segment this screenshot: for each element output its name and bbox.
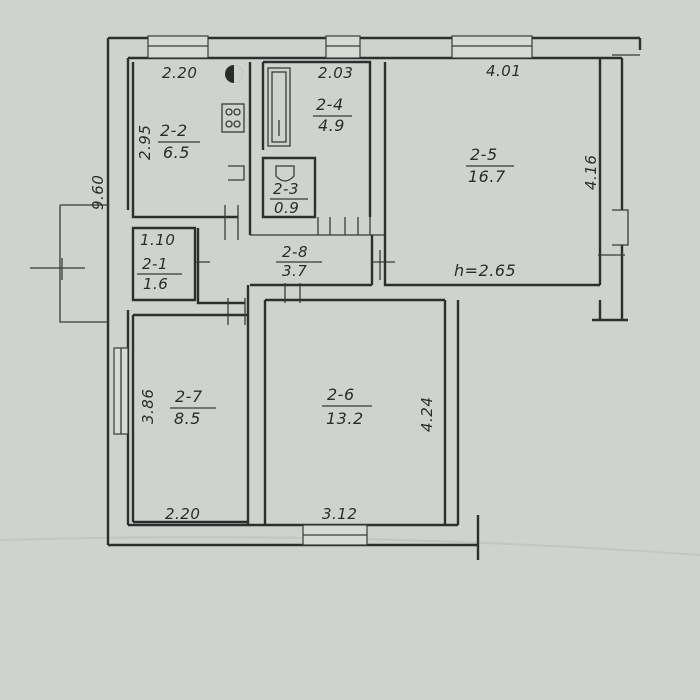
labels: 2.20 2.95 2-2 6.5 2.03 2-4 4.9 2-3 0.9 4… [89,62,600,523]
outer-dimension: 9.60 [89,175,107,210]
room-2-5-depth: 4.16 [582,155,600,190]
room-2-6-depth: 4.24 [418,397,436,432]
room-2-6-id: 2-6 [327,385,355,404]
room-2-4-area: 4.9 [318,116,345,135]
interior-walls [131,60,625,525]
ceiling-height-note: h=2.65 [454,261,516,280]
room-2-4-width: 2.03 [318,64,353,82]
room-2-2-width: 2.20 [162,64,197,82]
room-2-3-id: 2-3 [273,180,299,198]
room-2-7-width: 2.20 [165,505,200,523]
room-2-8-area: 3.7 [282,262,307,280]
entrance-stair [30,204,108,323]
room-2-2-area: 6.5 [163,143,190,162]
stove [221,103,245,133]
room-2-7-depth: 3.86 [139,389,157,424]
room-2-7-id: 2-7 [175,387,203,406]
window-top-left [147,35,209,59]
room-2-7-area: 8.5 [174,409,201,428]
room-2-5-id: 2-5 [470,145,498,164]
fixtures [221,65,295,182]
room-2-6-width: 3.12 [322,505,357,523]
window-top-right [451,35,533,59]
toilet [275,165,295,182]
room-2-5-area: 16.7 [468,167,506,186]
room-2-1-width: 1.10 [140,231,175,249]
room-2-4-id: 2-4 [316,95,344,114]
window-top-middle [325,35,361,59]
windows [113,35,533,546]
room-2-1-area: 1.6 [143,275,168,293]
room-2-5-width: 4.01 [486,62,521,80]
room-2-6-area: 13.2 [326,409,364,428]
room-2-8-id: 2-8 [282,243,308,261]
bathtub [267,67,291,147]
room-2-1-id: 2-1 [142,255,168,273]
room-2-2-id: 2-2 [160,121,188,140]
room-2-3-area: 0.9 [274,199,299,217]
room-2-2-depth: 2.95 [136,125,154,160]
sink [228,165,245,181]
